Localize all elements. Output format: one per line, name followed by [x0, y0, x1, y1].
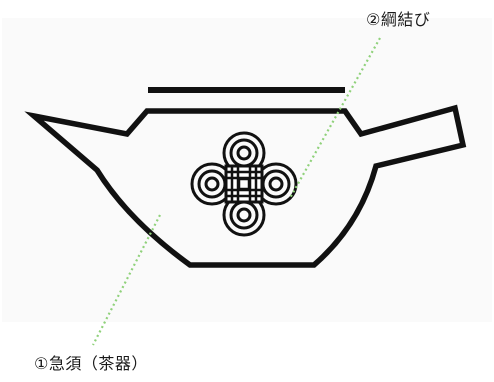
- rope-knot-emblem: [190, 131, 298, 237]
- teapot-outline: [24, 104, 467, 268]
- label-rope-knot: ②綱結び: [366, 10, 431, 29]
- leader-line-rope-knot: [289, 37, 381, 199]
- label-teapot: ①急須（茶器）: [34, 354, 148, 373]
- knot-center-weave: [224, 164, 264, 204]
- leader-line-teapot: [92, 214, 161, 346]
